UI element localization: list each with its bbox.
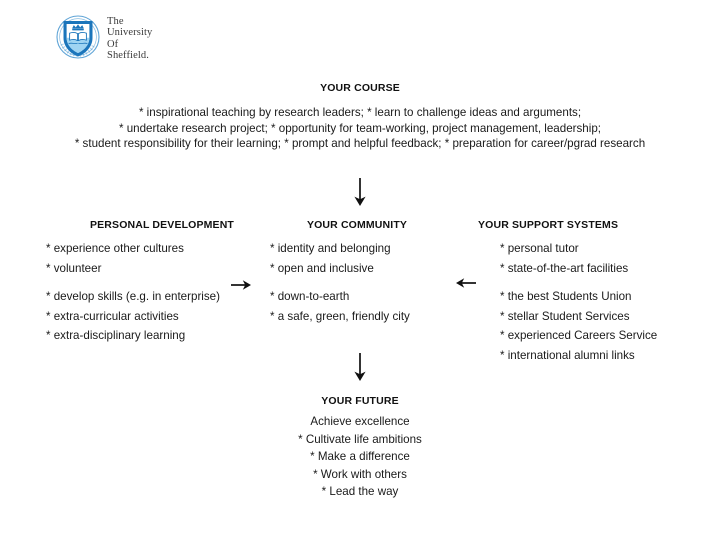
column-personal-development: PERSONAL DEVELOPMENT * experience other …: [30, 219, 260, 346]
list-item: * down-to-earth: [270, 290, 350, 303]
section-title-your-future: YOUR FUTURE: [321, 395, 399, 407]
arrow-down-icon: [354, 178, 366, 206]
list-item: * the best Students Union: [500, 290, 632, 303]
section-title-your-community: YOUR COMMUNITY: [306, 219, 408, 231]
list-item: * stellar Student Services: [500, 309, 630, 323]
personal-development-list: * experience other cultures * volunteer …: [30, 239, 260, 346]
list-item: * extra-curricular activities: [46, 309, 179, 323]
list-item: * state-of-the-art facilities: [500, 261, 629, 275]
section-your-course: YOUR COURSE * inspirational teaching by …: [0, 82, 720, 152]
course-line: * student responsibility for their learn…: [74, 137, 646, 150]
list-item: * develop skills (e.g. in enterprise): [46, 290, 220, 303]
list-item: Achieve excellence: [310, 415, 410, 428]
course-line: * undertake research project; * opportun…: [118, 121, 602, 135]
arrow-left-icon: [456, 278, 476, 288]
list-item: * experienced Careers Service: [500, 329, 658, 342]
list-item: * Make a difference: [310, 450, 410, 464]
course-line: * inspirational teaching by research lea…: [138, 106, 582, 119]
your-community-list: * identity and belonging * open and incl…: [262, 239, 452, 326]
column-your-community: YOUR COMMUNITY * identity and belonging …: [262, 219, 452, 326]
logo-wordmark-line-4: Sheffield.: [107, 50, 149, 62]
section-title-your-support-systems: YOUR SUPPORT SYSTEMS: [478, 219, 619, 231]
university-crest-icon: [56, 15, 100, 59]
list-item: * Cultivate life ambitions: [298, 432, 422, 446]
arrow-right-icon: [231, 280, 251, 290]
list-item: * Work with others: [313, 467, 407, 481]
logo-wordmark-line-3: Of: [107, 38, 119, 50]
list-item: * open and inclusive: [270, 261, 374, 275]
university-logo: The University Of Sheffield.: [56, 14, 152, 62]
section-title-your-course: YOUR COURSE: [320, 82, 400, 94]
logo-wordmark: The University Of Sheffield.: [107, 14, 152, 62]
column-your-support-systems: YOUR SUPPORT SYSTEMS * personal tutor * …: [470, 219, 685, 365]
section-title-personal-development: PERSONAL DEVELOPMENT: [90, 219, 234, 231]
your-support-systems-list: * personal tutor * state-of-the-art faci…: [470, 239, 685, 365]
section-your-future: YOUR FUTURE Achieve excellence * Cultiva…: [0, 395, 720, 501]
list-item: * personal tutor: [500, 242, 579, 255]
list-item: * Lead the way: [321, 485, 399, 499]
list-item: * international alumni links: [500, 348, 635, 362]
list-item: * volunteer: [46, 261, 102, 275]
arrow-down-icon: [354, 353, 366, 381]
logo-wordmark-line-2: University: [107, 27, 153, 39]
logo-wordmark-line-1: The: [107, 16, 124, 27]
list-item: * identity and belonging: [270, 242, 391, 255]
list-item: * extra-disciplinary learning: [46, 329, 186, 342]
list-item: * a safe, green, friendly city: [270, 309, 410, 323]
list-item: * experience other cultures: [46, 242, 184, 255]
